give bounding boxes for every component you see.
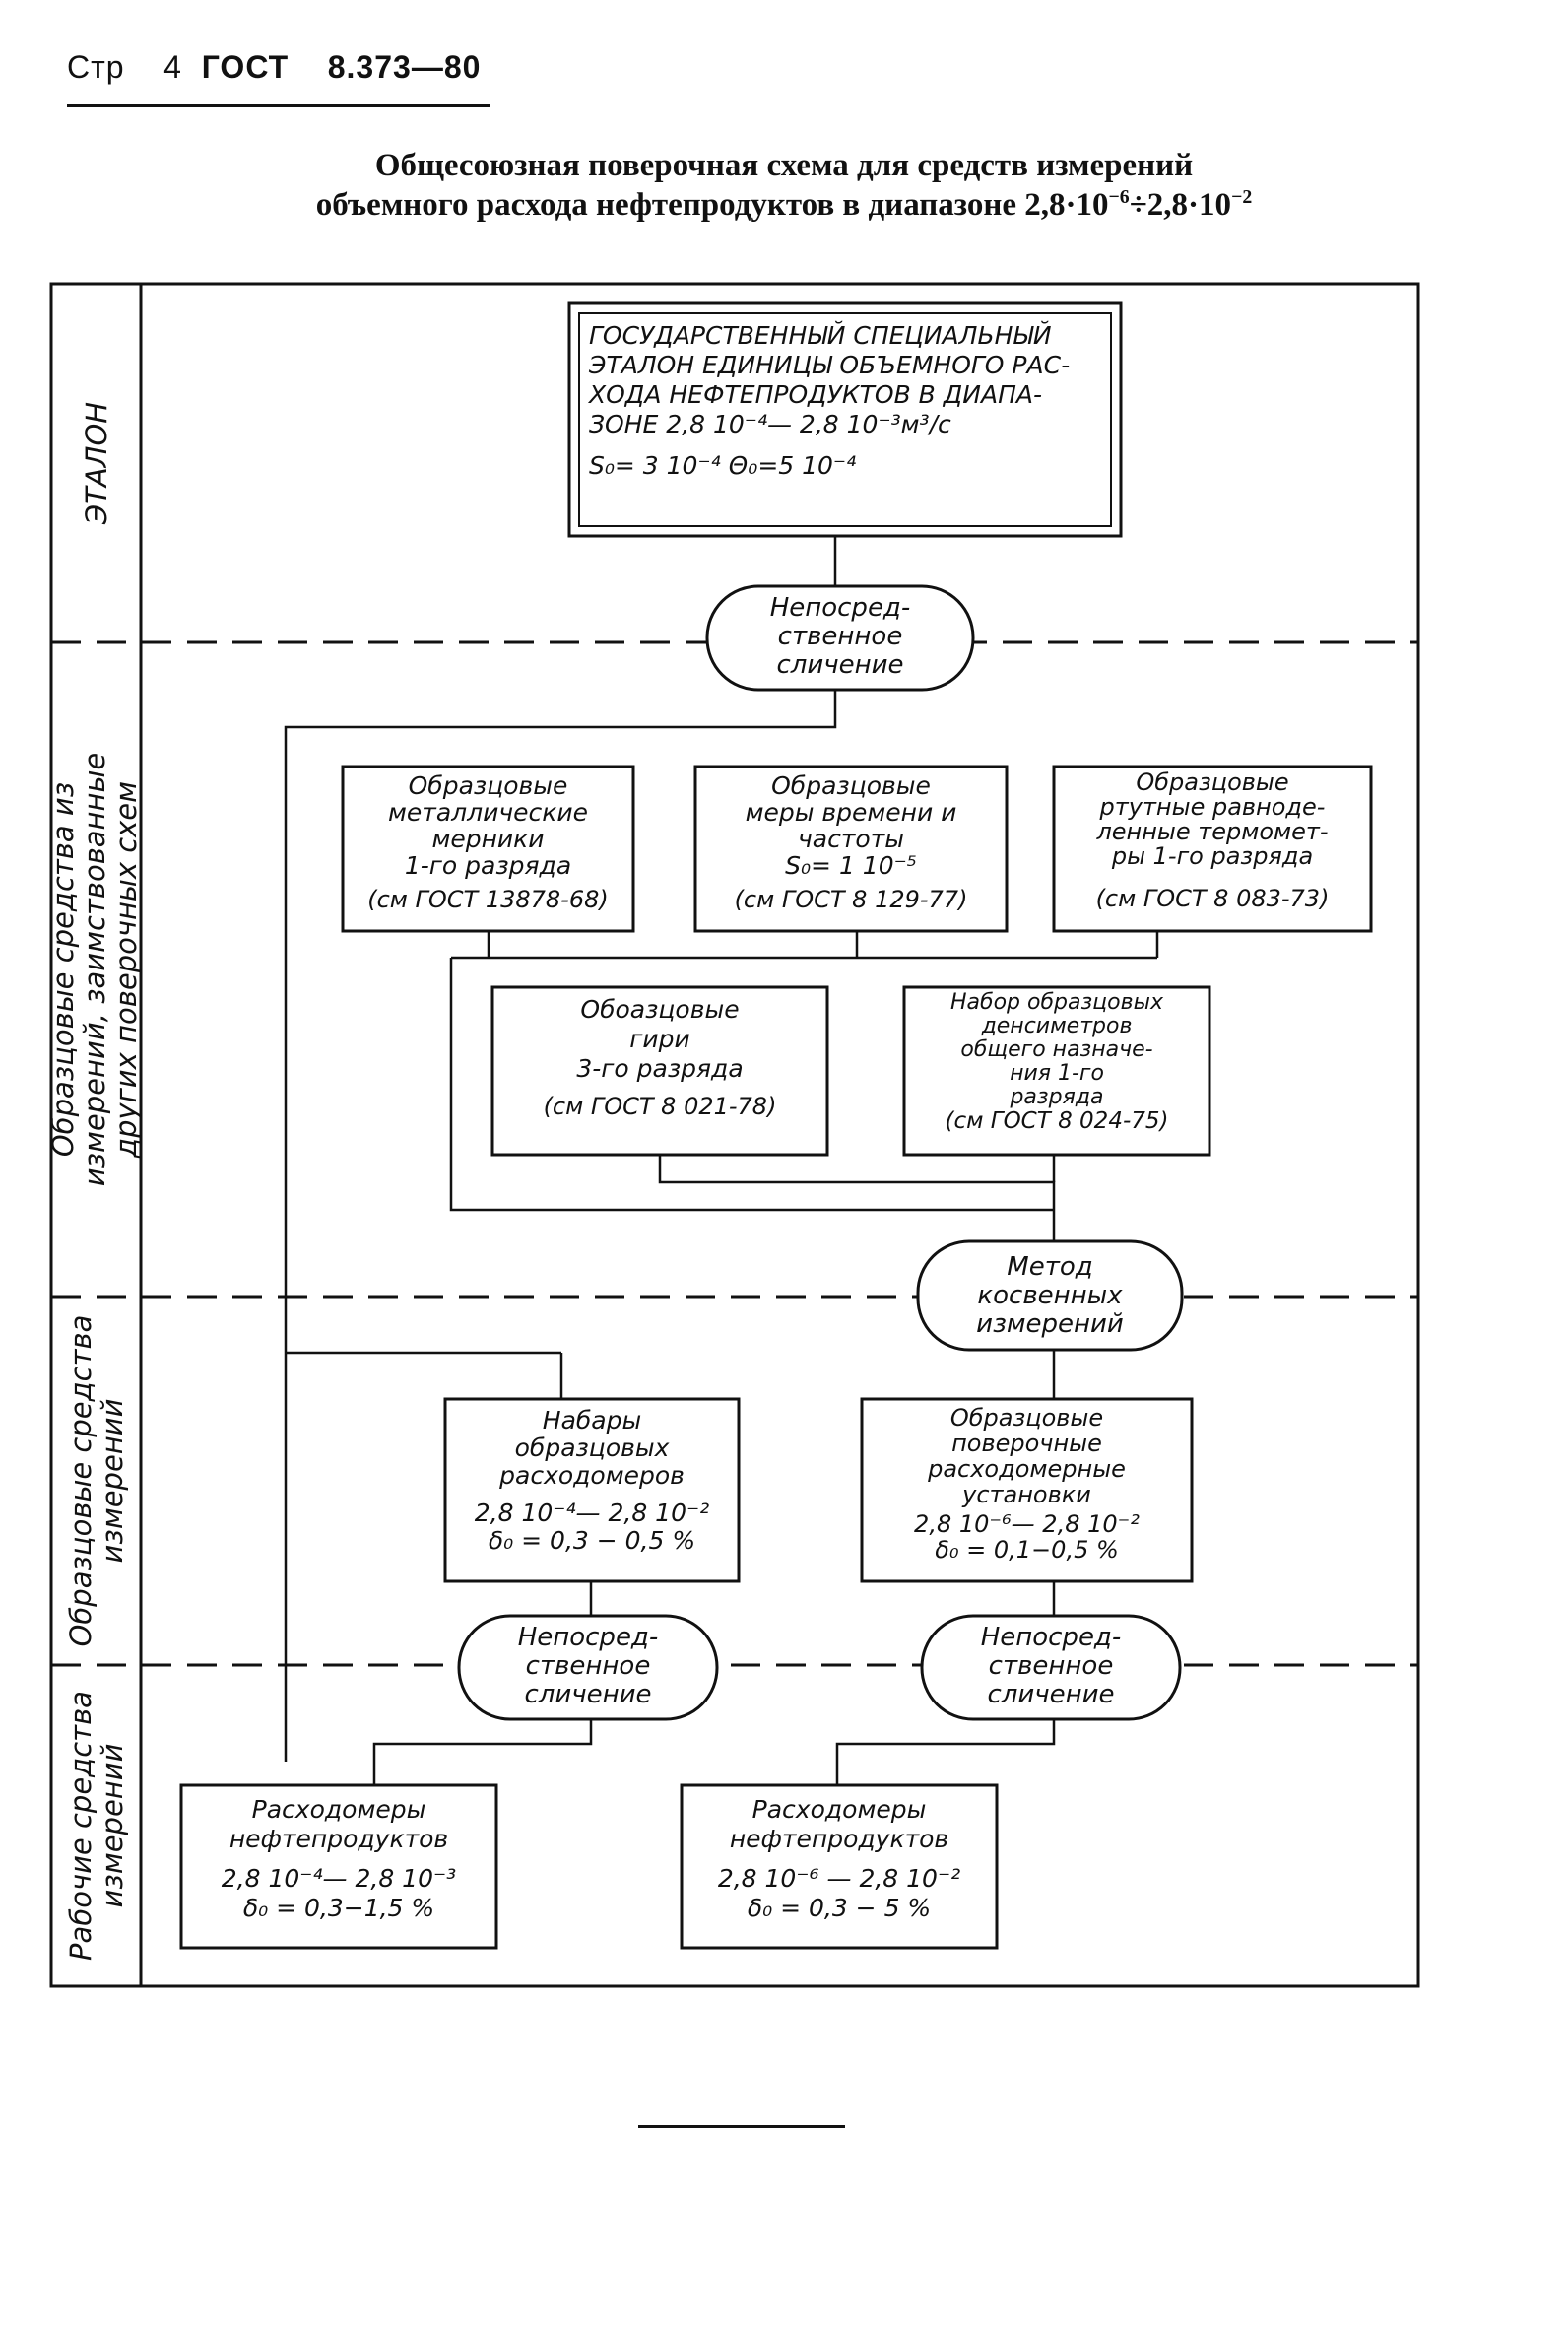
title-line-1: Общесоюзная поверочная схема для средств… bbox=[374, 148, 1194, 183]
working-flowmeters-1-box bbox=[179, 1783, 498, 1950]
title-line-2: объемного расхода нефтепродуктов в диапа… bbox=[315, 186, 1253, 223]
time-measures-text: Образцовые меры времени и частоты S₀= 1 … bbox=[734, 771, 968, 913]
metal-measures-text: Образцовые металлические мерники 1-го ра… bbox=[367, 771, 609, 913]
direct-compare-top-shape bbox=[705, 584, 975, 692]
metal-measures-box bbox=[341, 765, 635, 933]
direct-compare-top-text: Непосред- ственное сличение bbox=[769, 593, 911, 680]
calibration-units-text: Образцовые поверочные расходомерные уста… bbox=[914, 1404, 1140, 1564]
working-flowmeters-2-text: Расходомеры нефтепродуктов 2,8 10⁻⁶ — 2,… bbox=[717, 1795, 961, 1922]
weights-box bbox=[490, 985, 829, 1157]
indirect-method-text: Метод косвенных измерений bbox=[976, 1252, 1124, 1339]
page-title: Общесоюзная поверочная схема для средств… bbox=[0, 146, 1568, 225]
flowmeter-sets-text: Набары образцовых расходомеров 2,8 10⁻⁴—… bbox=[474, 1406, 710, 1555]
row-label-working: Рабочие средства измерений bbox=[64, 1691, 129, 1961]
direct-compare-left-shape bbox=[457, 1614, 719, 1721]
footer-rule bbox=[638, 2125, 845, 2128]
page-number: 4 bbox=[163, 49, 182, 85]
direct-compare-left-text: Непосред- ственное сличение bbox=[517, 1623, 659, 1709]
page-prefix: Стр bbox=[67, 49, 125, 85]
time-measures-box bbox=[693, 765, 1009, 933]
page-header: Стр 4 ГОСТ 8.373—80 bbox=[67, 49, 481, 86]
header-rule bbox=[67, 104, 490, 107]
row-label-borrowed: Образцовые средства из измерений, заимст… bbox=[46, 752, 143, 1187]
indirect-method-shape bbox=[916, 1239, 1184, 1352]
thermometers-text: Образцовые ртутные равноде- ленные термо… bbox=[1095, 768, 1330, 912]
standard-box-text: ГОСУДАРСТВЕННЫЙ СПЕЦИАЛЬНЫЙ ЭТАЛОН ЕДИНИ… bbox=[589, 321, 1071, 480]
direct-compare-right-shape bbox=[920, 1614, 1182, 1721]
row-label-etalon: ЭТАЛОН bbox=[80, 401, 113, 525]
working-flowmeters-1-text: Расходомеры нефтепродуктов 2,8 10⁻⁴— 2,8… bbox=[221, 1795, 457, 1922]
direct-compare-right-text: Непосред- ственное сличение bbox=[980, 1623, 1122, 1709]
row-label-reference: Образцовые средства измерений bbox=[64, 1314, 129, 1647]
flowmeter-sets-box bbox=[443, 1397, 741, 1583]
standard-box-inner bbox=[578, 312, 1112, 527]
calibration-units-box bbox=[860, 1397, 1194, 1583]
densimeters-text: Набор образцовых денсиметров общего назн… bbox=[945, 990, 1169, 1134]
thermometers-box bbox=[1052, 765, 1373, 933]
standard-name: ГОСТ bbox=[201, 49, 290, 85]
weights-text: Обоазцовые гири 3-го разряда (см ГОСТ 8 … bbox=[543, 995, 777, 1120]
standard-code: 8.373—80 bbox=[327, 49, 482, 85]
working-flowmeters-2-box bbox=[680, 1783, 999, 1950]
connectors bbox=[284, 536, 1159, 1785]
outer-frame bbox=[49, 282, 1420, 1988]
densimeters-box bbox=[902, 985, 1211, 1157]
